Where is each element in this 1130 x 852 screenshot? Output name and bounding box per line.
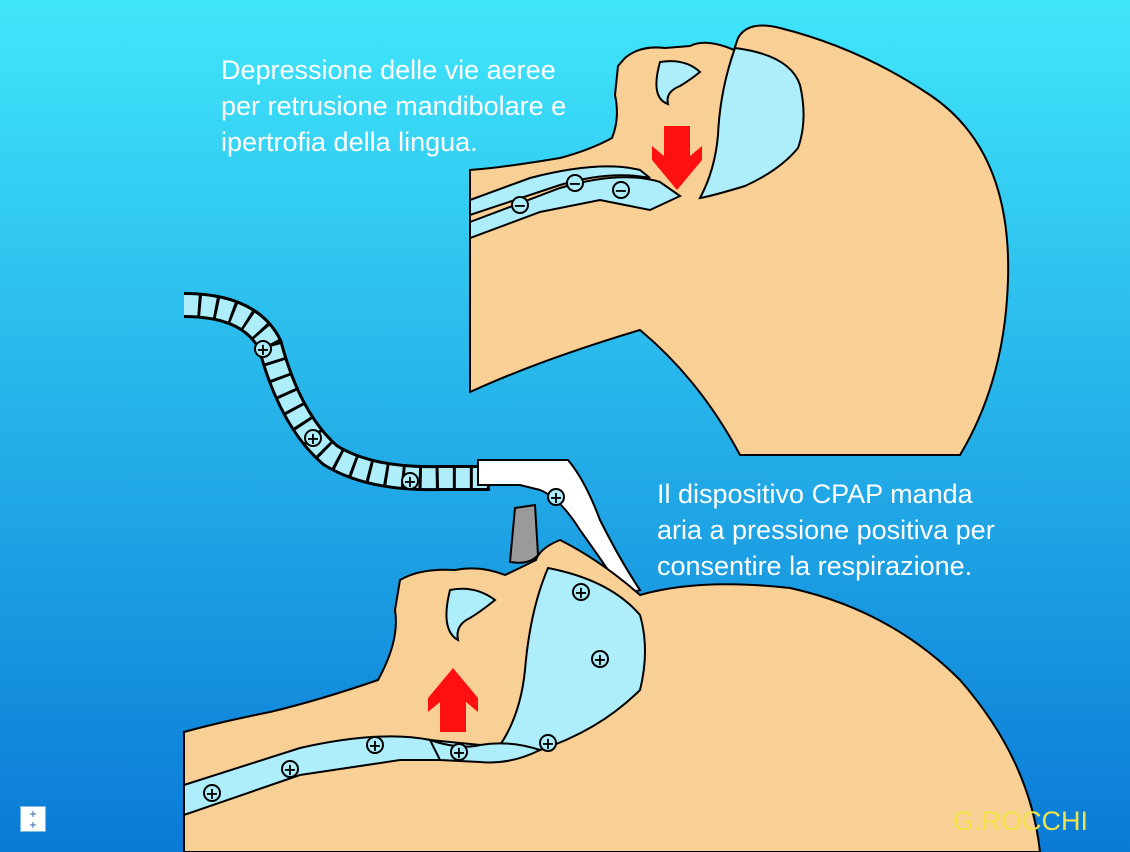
mask-cushion xyxy=(508,503,540,564)
positive-marker xyxy=(572,583,590,601)
positive-marker xyxy=(203,784,221,802)
cpap-device: + + + + xyxy=(183,292,642,597)
head-top-silhouette xyxy=(469,24,1010,456)
oral-cavity-top xyxy=(655,60,702,106)
caption-line: consentire la respirazione. xyxy=(657,551,973,581)
positive-markers: + + + + + + + xyxy=(203,583,609,803)
positive-marker-label: + xyxy=(306,429,319,448)
positive-marker xyxy=(366,736,384,754)
trachea-bottom xyxy=(183,735,482,817)
positive-marker-label: + xyxy=(541,734,554,753)
positive-marker xyxy=(281,760,299,778)
positive-marker xyxy=(304,429,322,447)
head-obstructed: − − − xyxy=(469,24,1010,456)
positive-marker-label: + xyxy=(593,650,606,669)
positive-marker xyxy=(450,743,468,761)
caption-obstruction: Depressione delle vie aeree per retrusio… xyxy=(221,52,566,160)
arrow-down-red xyxy=(652,126,702,190)
caption-line: ipertrofia della lingua. xyxy=(221,127,478,157)
positive-marker-label: + xyxy=(283,760,296,779)
positive-marker-label: + xyxy=(205,784,218,803)
positive-marker xyxy=(591,650,609,668)
cpap-hose-lumen xyxy=(183,295,490,489)
positive-marker-label: + xyxy=(368,736,381,755)
positive-marker xyxy=(254,340,272,358)
negative-marker-label: − xyxy=(513,196,526,215)
negative-marker-label: − xyxy=(568,174,581,193)
oral-cavity-bottom xyxy=(445,587,497,642)
caption-line: aria a pressione positiva per xyxy=(657,515,995,545)
negative-marker xyxy=(566,174,584,192)
negative-marker xyxy=(612,181,630,199)
caption-line: Depressione delle vie aeree xyxy=(221,55,556,85)
caption-line: Il dispositivo CPAP manda xyxy=(657,479,973,509)
positive-marker-label: + xyxy=(574,583,587,602)
caption-cpap: Il dispositivo CPAP manda aria a pressio… xyxy=(657,476,995,584)
positive-marker xyxy=(547,488,565,506)
caption-line: per retrusione mandibolare e xyxy=(221,91,567,121)
positive-marker-label: + xyxy=(256,340,269,359)
arrow-up-red xyxy=(428,668,478,732)
head-cpap: + + + + + + + xyxy=(183,538,1042,852)
negative-markers: − − − xyxy=(511,174,630,215)
nasopharynx-top xyxy=(698,46,805,200)
negative-marker xyxy=(511,196,529,214)
positive-marker-label: + xyxy=(549,488,562,507)
positive-marker xyxy=(539,734,557,752)
author-credit: G.ROCCHI xyxy=(953,806,1088,836)
positive-marker xyxy=(401,472,419,490)
plus-plus-icon[interactable]: ++ xyxy=(20,806,46,832)
positive-marker-label: + xyxy=(403,472,416,491)
negative-marker-label: − xyxy=(614,181,627,200)
positive-marker-label: + xyxy=(452,743,465,762)
